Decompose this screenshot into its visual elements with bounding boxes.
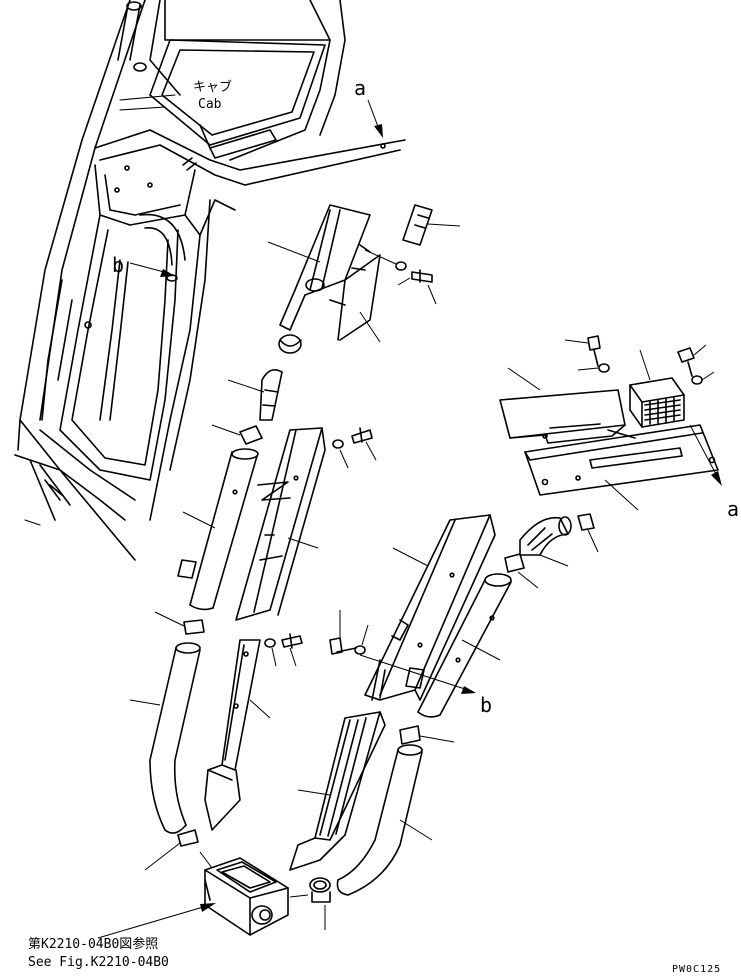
cab-label-japanese: キャブ: [193, 79, 232, 95]
leader-bolt-right-2: [693, 344, 707, 356]
leader-left-seal-upper: [211, 424, 241, 436]
center-duct-cover: [235, 427, 326, 621]
leader-upper-duct: [267, 241, 321, 263]
hose-clamp: [309, 877, 331, 903]
cab-label-english: Cab: [198, 97, 222, 112]
see-fig-arrowhead: [200, 903, 216, 912]
reference-a-arrowhead: [374, 124, 383, 138]
left-seal-upper: [239, 425, 263, 445]
bolt-right-1: [587, 335, 610, 373]
reference-b-label: b: [112, 253, 124, 277]
leader-left-hose: [227, 379, 265, 393]
leader-clamp-left: [289, 894, 309, 898]
see-fig-leader: [97, 904, 211, 939]
leader-washer: [364, 249, 397, 265]
leader-right-bracket: [604, 479, 639, 511]
center-lower-duct: [204, 639, 261, 831]
leader-bolt-center: [365, 441, 377, 461]
leader-right-panel: [507, 367, 541, 391]
right-seal-lower: [399, 725, 421, 745]
left-seal-middle: [183, 619, 205, 635]
leader-right-seal-upper: [587, 529, 599, 553]
leader-washer-right-1: [577, 367, 599, 371]
right-bracket: [524, 424, 719, 496]
leader-right-seal-middle: [517, 571, 539, 589]
right-duct-cover: [364, 514, 496, 701]
see-fig-english: See Fig.K2210-04B0: [28, 955, 169, 970]
right-upper-panel: [499, 389, 626, 444]
left-seal-lower: [177, 829, 199, 847]
reference-a-arrow-head: [711, 471, 722, 486]
right-straight-pipe: [405, 573, 512, 718]
cab-frame: [14, 0, 406, 561]
reference-b-arrow-leader: [359, 654, 469, 691]
see-fig-japanese: 第K2210-04B0図参照: [28, 936, 158, 952]
bolt-center-lower: [264, 633, 303, 649]
leader-right-seal-lower: [419, 735, 455, 743]
leader-washer-right-2: [701, 371, 715, 381]
bottom-duct-box: [204, 857, 289, 936]
leader-washer-lower: [271, 647, 277, 667]
left-straight-pipe: [177, 448, 259, 611]
right-seal-middle: [504, 553, 525, 573]
leader-bolt-lower: [289, 647, 297, 667]
leader-control-unit: [639, 349, 651, 381]
right-seal-upper: [577, 513, 595, 531]
leader-box-top: [199, 851, 213, 869]
leader-right-pipe: [461, 639, 501, 661]
reference-b-arrow-head: [461, 686, 476, 694]
leader-bolt-upper-2: [427, 284, 437, 305]
drawing-code: PW0C125: [672, 964, 721, 975]
leader-right-lower-pipe: [399, 819, 433, 841]
right-lower-bent-pipe: [336, 744, 423, 896]
reference-a-label: a: [354, 76, 366, 100]
lower-center-duct: [289, 711, 386, 871]
reference-b-arrow-label: b: [480, 693, 492, 717]
reference-a-arrow-label: a: [727, 497, 739, 521]
bolt-right-2: [677, 347, 703, 385]
leader-bolt-right-1: [564, 339, 589, 344]
leader-bolt-upper: [397, 277, 411, 286]
leader-left-lower-pipe: [129, 699, 161, 706]
leader-lower-center-duct: [297, 789, 331, 796]
reference-b-arrowhead: [160, 269, 175, 277]
leader-left-seal-middle: [154, 611, 185, 627]
reference-a-arrow-leader: [689, 424, 719, 479]
bolt-center-upper: [332, 427, 373, 449]
leader-right-duct-cover: [392, 547, 429, 567]
leader-cover-plate: [359, 311, 381, 343]
leader-elbow-hose: [539, 554, 569, 567]
leader-center-lower-duct: [249, 699, 271, 719]
left-hose-bend: [259, 369, 283, 421]
leader-washer-center: [339, 449, 349, 469]
leader-seal-lower: [144, 842, 181, 871]
upper-duct-unit: [278, 204, 433, 354]
left-lower-bent-pipe: [149, 642, 201, 834]
leader-left-pipe: [182, 511, 216, 529]
leader-upper-clip: [427, 223, 461, 227]
bolt-right-middle: [329, 637, 366, 655]
leader-center-duct: [287, 537, 319, 549]
right-elbow-hose: [519, 516, 572, 556]
reference-b-leader: [129, 262, 169, 274]
control-unit-box: [629, 377, 685, 428]
leader-washer-right-middle: [361, 624, 369, 646]
